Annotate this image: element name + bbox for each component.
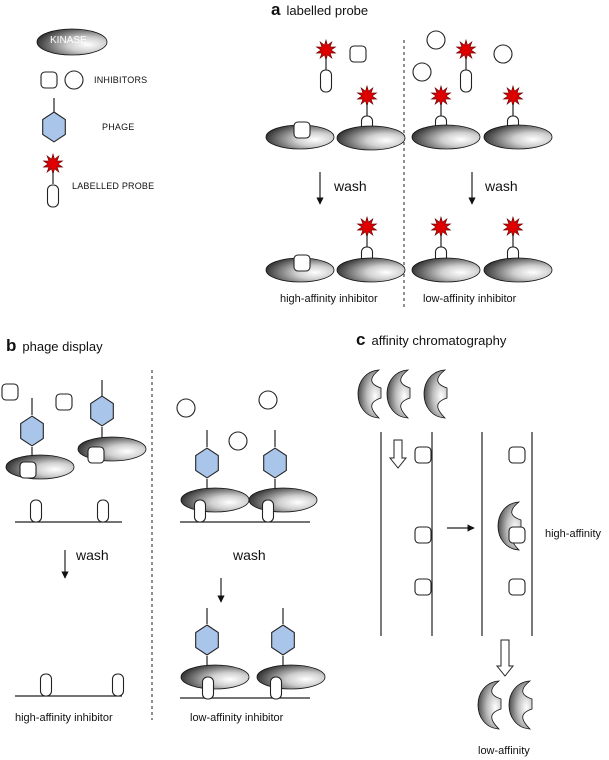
phage-hexagon-icon bbox=[90, 395, 114, 427]
a-right-after-probe-star-icon bbox=[430, 215, 452, 239]
kinase-crescent-icon bbox=[386, 369, 411, 419]
panel-a-wash-right: wash bbox=[485, 178, 518, 194]
phage-hexagon-icon bbox=[20, 415, 44, 447]
kinase-icon bbox=[5, 454, 75, 480]
legend-labelled-probe-label: LABELLED PROBE bbox=[72, 181, 155, 191]
immobilized-probe-icon bbox=[261, 499, 275, 523]
panel-b-heading: b phage display bbox=[6, 336, 103, 356]
kinase-icon bbox=[248, 487, 318, 513]
inhibitor-circle-icon bbox=[176, 398, 196, 418]
kinase-crescent-icon bbox=[508, 680, 533, 730]
inhibitor-circle-icon bbox=[228, 431, 248, 451]
inhibitor-circle-icon bbox=[258, 390, 278, 410]
inhibitor-square-icon bbox=[19, 461, 37, 479]
legend-probe-pill-icon bbox=[46, 184, 60, 208]
panel-b-caption-right: low-affinity inhibitor bbox=[190, 712, 284, 724]
legend-inhibitors-label: INHIBITORS bbox=[94, 75, 148, 85]
kinase-icon bbox=[411, 124, 481, 150]
panel-c-label-high: high-affinity bbox=[545, 528, 602, 540]
immobilized-probe-icon bbox=[96, 499, 110, 523]
a-right-free-probe-star-icon bbox=[455, 38, 477, 62]
a-right-free-probe-pill-icon bbox=[459, 69, 473, 93]
phage-hexagon-icon bbox=[195, 624, 219, 656]
column-ligand-icon bbox=[508, 446, 526, 464]
panel-b-caption-left: high-affinity inhibitor bbox=[15, 712, 113, 724]
panel-c-heading: c affinity chromatography bbox=[356, 330, 506, 350]
inhibitor-circle-icon bbox=[426, 30, 446, 50]
immobilized-probe-icon bbox=[111, 673, 125, 697]
panel-b-title: phage display bbox=[22, 339, 103, 354]
panel-c-label-low: low-affinity bbox=[478, 745, 530, 757]
legend-kinase-icon bbox=[36, 28, 108, 56]
legend-inhibitor-square-icon bbox=[40, 71, 58, 89]
panel-b-letter: b bbox=[6, 336, 17, 355]
inhibitor-square-icon bbox=[55, 393, 73, 411]
immobilized-probe-icon bbox=[39, 673, 53, 697]
kinase-crescent-icon bbox=[477, 680, 502, 730]
inhibitor-square-icon bbox=[293, 121, 311, 139]
inhibitor-circle-icon bbox=[493, 44, 513, 64]
a-right-bound-probe-star-icon bbox=[430, 84, 452, 108]
legend-phage-icon bbox=[42, 111, 66, 143]
a-left-free-probe-pill-icon bbox=[319, 69, 333, 93]
panel-b-wash-left: wash bbox=[76, 547, 109, 563]
kinase-icon bbox=[483, 124, 553, 150]
legend-inhibitor-circle-icon bbox=[64, 70, 84, 90]
kinase-icon bbox=[336, 257, 406, 283]
panel-a-caption-right: low-affinity inhibitor bbox=[423, 293, 517, 305]
legend-probe-star-icon bbox=[42, 152, 64, 176]
panel-c-letter: c bbox=[356, 330, 366, 349]
column-ligand-icon bbox=[508, 578, 526, 596]
a-right-bound-probe-star-icon bbox=[502, 84, 524, 108]
panel-b-wash-right: wash bbox=[233, 547, 266, 563]
immobilized-probe-icon bbox=[193, 499, 207, 523]
panel-a-heading: a labelled probe bbox=[271, 0, 368, 20]
kinase-icon bbox=[256, 664, 326, 690]
kinase-icon bbox=[483, 257, 553, 283]
kinase-crescent-icon bbox=[357, 369, 382, 419]
panel-a-letter: a bbox=[271, 0, 281, 19]
immobilized-probe-icon bbox=[269, 676, 283, 700]
phage-hexagon-icon bbox=[263, 447, 287, 479]
panel-c-title: affinity chromatography bbox=[371, 333, 507, 348]
legend-kinase-label: KINASE bbox=[50, 35, 87, 46]
column-ligand-icon bbox=[508, 526, 526, 544]
kinase-icon bbox=[411, 257, 481, 283]
inhibitor-square-icon bbox=[1, 383, 19, 401]
kinase-icon bbox=[336, 125, 406, 151]
immobilized-probe-icon bbox=[201, 676, 215, 700]
kinase-icon bbox=[180, 487, 250, 513]
a-left-free-probe-star-icon bbox=[315, 38, 337, 62]
a-left-after-probe-star-icon bbox=[356, 215, 378, 239]
panel-a-title: labelled probe bbox=[286, 3, 369, 18]
inhibitor-square-icon bbox=[293, 254, 311, 272]
kinase-icon bbox=[180, 664, 250, 690]
immobilized-probe-icon bbox=[29, 499, 43, 523]
panel-a-wash-left: wash bbox=[334, 178, 367, 194]
a-left-bound-probe-star-icon bbox=[356, 84, 378, 108]
hollow-arrow-down-icon bbox=[495, 639, 515, 677]
hollow-arrow-down-icon bbox=[388, 439, 408, 469]
kinase-crescent-icon bbox=[423, 369, 448, 419]
inhibitor-square-icon bbox=[87, 446, 105, 464]
phage-hexagon-icon bbox=[271, 624, 295, 656]
phage-hexagon-icon bbox=[195, 447, 219, 479]
column-ligand-icon bbox=[414, 446, 432, 464]
legend-phage-label: PHAGE bbox=[102, 122, 135, 132]
column-ligand-icon bbox=[414, 578, 432, 596]
inhibitor-square-icon bbox=[349, 45, 367, 63]
column-ligand-icon bbox=[414, 526, 432, 544]
inhibitor-circle-icon bbox=[412, 62, 432, 82]
panel-a-caption-left: high-affinity inhibitor bbox=[280, 293, 378, 305]
a-right-after-probe-star-icon bbox=[502, 215, 524, 239]
